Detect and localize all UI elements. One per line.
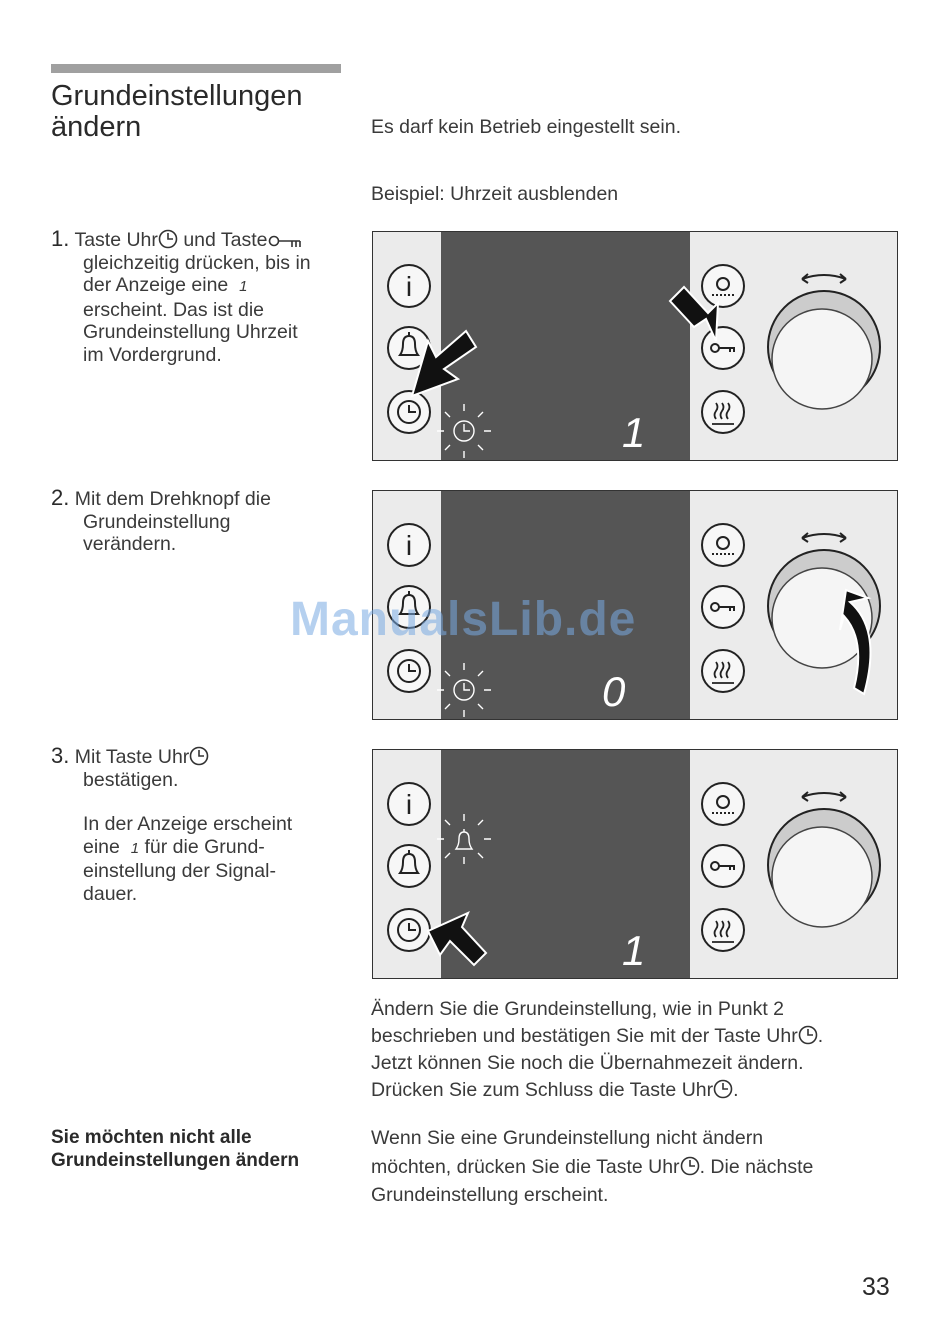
- display-digit: 1: [622, 409, 645, 456]
- info-button[interactable]: i: [387, 264, 431, 308]
- key-button[interactable]: [701, 585, 745, 629]
- rotary-knob[interactable]: [767, 290, 881, 410]
- step-2: 2. Mit dem Drehknopf die Grundeinstellun…: [51, 485, 271, 555]
- pointer-arrow-icon: [426, 911, 488, 967]
- clock-button[interactable]: [387, 649, 431, 693]
- blinking-clock-icon: [437, 663, 491, 717]
- control-panel-3: i 1: [372, 749, 898, 979]
- rotary-knob[interactable]: [767, 808, 881, 928]
- rotate-arrow-icon: [801, 532, 847, 543]
- clock-icon: [158, 229, 178, 249]
- rotate-arrow-icon: [801, 273, 847, 284]
- bell-button[interactable]: [387, 326, 431, 370]
- step-3: 3. Mit Taste Uhr bestätigen. In der Anze…: [51, 743, 293, 905]
- light-button[interactable]: [701, 523, 745, 567]
- display-digit-glyph: 1: [239, 278, 248, 295]
- subheading-text: Wenn Sie eine Grundeinstellung nicht änd…: [371, 1127, 814, 1206]
- section-rule: [51, 64, 341, 73]
- example-text: Beispiel: Uhrzeit ausblenden: [371, 183, 619, 205]
- svg-text:i: i: [406, 789, 412, 820]
- intro-text: Es darf kein Betrieb eingestellt sein.: [371, 116, 682, 138]
- light-button[interactable]: [701, 264, 745, 308]
- key-icon: [268, 235, 301, 247]
- heat-button[interactable]: [701, 649, 745, 693]
- clock-icon: [189, 746, 209, 766]
- turn-arrow-icon: [839, 588, 872, 696]
- step-1: 1. Taste Uhr und Taste gleichzeitig drüc…: [51, 226, 311, 366]
- clock-icon: [680, 1156, 699, 1175]
- key-button[interactable]: [701, 326, 745, 370]
- heat-button[interactable]: [701, 908, 745, 952]
- blinking-clock-icon: [437, 404, 491, 458]
- blinking-bell-icon: [437, 814, 491, 864]
- info-button[interactable]: i: [387, 782, 431, 826]
- key-button[interactable]: [701, 844, 745, 888]
- display-digit: 0: [602, 668, 626, 715]
- info-button[interactable]: i: [387, 523, 431, 567]
- display-digit: 1: [622, 927, 645, 974]
- svg-text:i: i: [406, 530, 412, 561]
- control-panel-2: i 0: [372, 490, 898, 720]
- clock-button[interactable]: [387, 908, 431, 952]
- watermark: ManualsLib.de: [290, 593, 637, 646]
- clock-icon: [798, 1025, 818, 1045]
- after-panels-text: Ändern Sie die Grundeinstellung, wie in …: [371, 998, 824, 1101]
- clock-icon: [713, 1079, 733, 1099]
- bell-button[interactable]: [387, 585, 431, 629]
- page-number: 33: [862, 1273, 890, 1301]
- pointer-arrow-icon: [410, 329, 478, 398]
- heat-button[interactable]: [701, 390, 745, 434]
- svg-text:i: i: [406, 271, 412, 302]
- pointer-arrow-icon: [668, 285, 720, 342]
- control-panel-1: i 1: [372, 231, 898, 461]
- light-button[interactable]: [701, 782, 745, 826]
- step-number: 1.: [51, 226, 70, 251]
- clock-button[interactable]: [387, 390, 431, 434]
- rotate-arrow-icon: [801, 791, 847, 802]
- bell-button[interactable]: [387, 844, 431, 888]
